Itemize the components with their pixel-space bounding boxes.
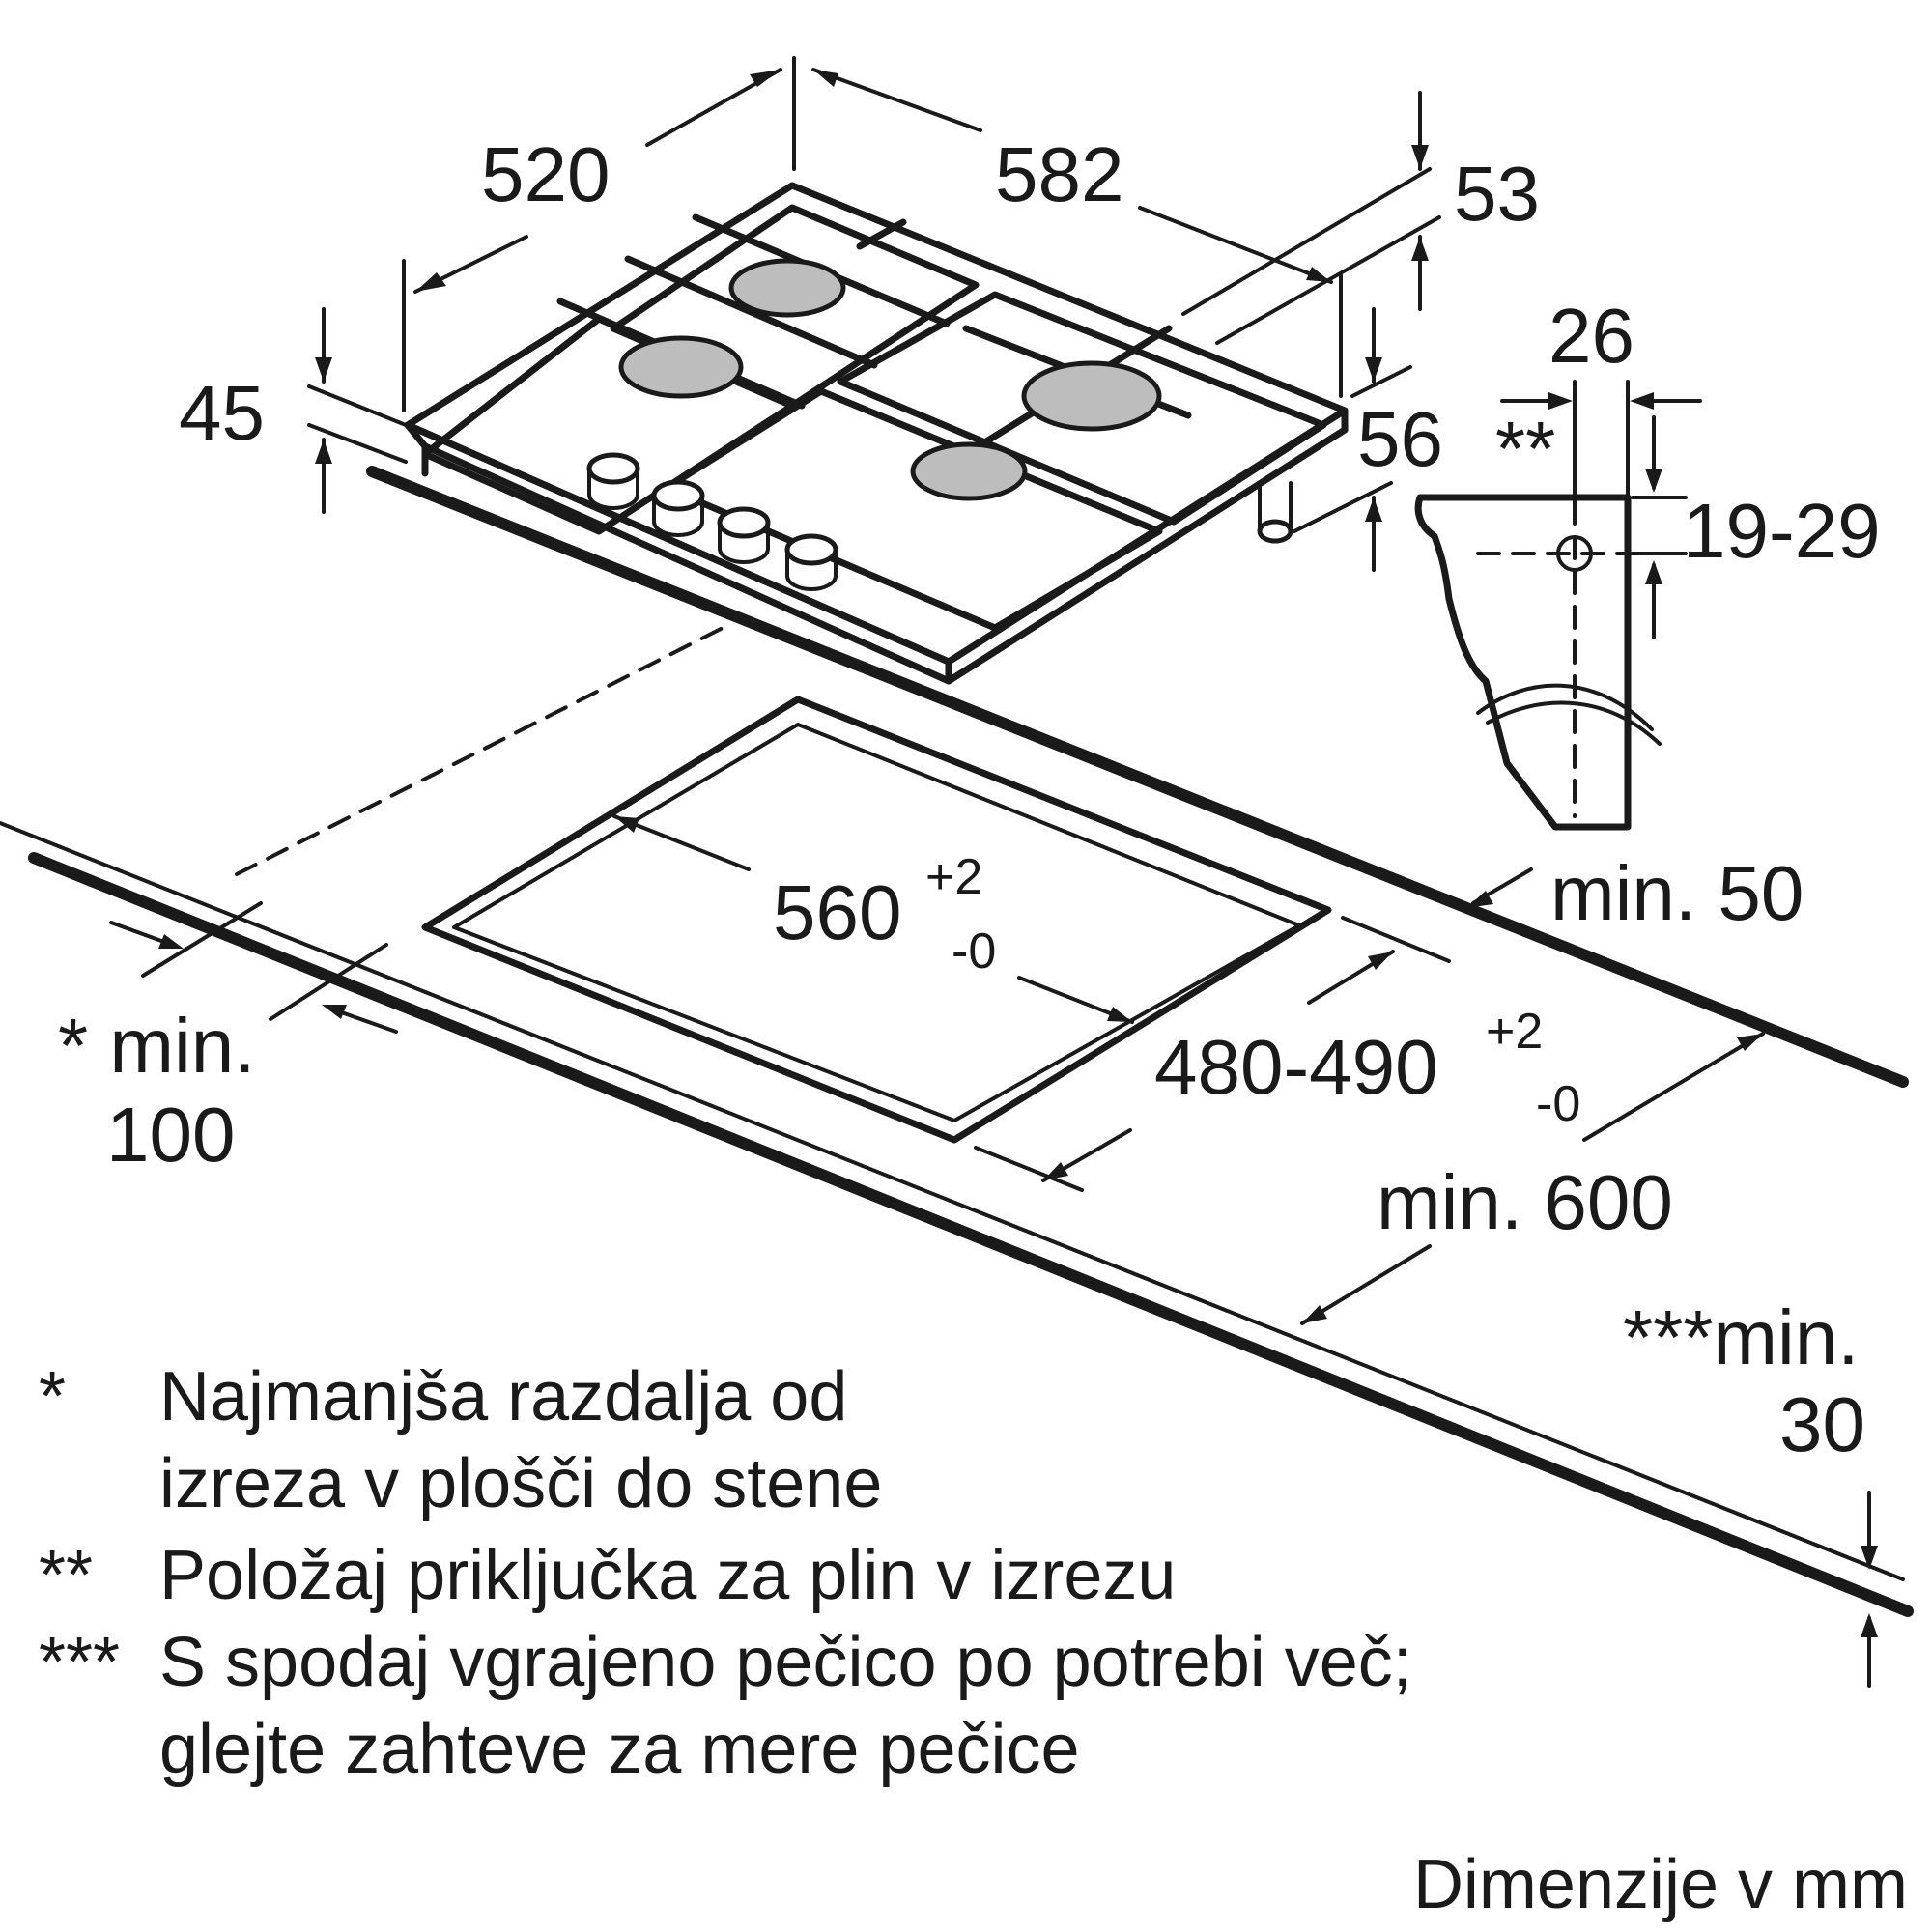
dim-cutout-width-tol-minus: -0 — [952, 923, 996, 980]
dim-gas-depth: 19-29 — [1683, 488, 1881, 574]
note-3-line-1: S spodaj vgrajeno pečico po potrebi več; — [159, 1624, 1412, 1701]
dim-cutout-width-tol-plus: +2 — [925, 849, 982, 905]
worktop-cutout — [421, 696, 1332, 1144]
dimension-lines — [109, 56, 1878, 1688]
note-1-line-2: izreza v plošči do stene — [159, 1445, 882, 1522]
dim-min-rear: min. 50 — [1550, 850, 1804, 936]
gas-connector — [1257, 519, 1293, 544]
burner-rear-right — [1021, 360, 1162, 432]
worktop — [0, 466, 1914, 1617]
dim-height-rear: 53 — [1454, 151, 1540, 237]
note-1-line-1: Najmanjša razdalja od — [159, 1358, 847, 1435]
hob — [404, 182, 1349, 685]
dim-cutout-depth: 480-490 — [1154, 1024, 1438, 1110]
dim-min-side-line2: 100 — [106, 1092, 235, 1178]
dim-cutout-depth-tol-plus: +2 — [1486, 1004, 1543, 1060]
dim-gas-offset: 26 — [1548, 293, 1634, 379]
units-label: Dimenzije v mm — [1413, 1846, 1908, 1923]
burner-rear-left — [728, 258, 846, 318]
dim-min-side-line1: * min. — [58, 1003, 256, 1089]
dim-min-below-line2: 30 — [1779, 1381, 1865, 1467]
dim-width: 582 — [995, 131, 1123, 217]
note-2-line-1: Položaj priključka za plin v izrezu — [159, 1537, 1176, 1614]
footnotes: * Najmanjša razdalja od izreza v plošči … — [39, 1358, 1412, 1788]
dim-cutout-depth-tol-minus: -0 — [1536, 1076, 1580, 1132]
note-3-mark: *** — [39, 1624, 120, 1701]
control-knobs — [586, 452, 838, 591]
dim-cutout-width: 560 — [773, 869, 901, 955]
dim-min-below-line1: ***min. — [1623, 1294, 1860, 1380]
dim-min-front: min. 600 — [1377, 1159, 1673, 1245]
gas-connector-mark: ** — [1495, 406, 1555, 492]
worktop-section — [1414, 380, 1688, 831]
note-3-line-2: glejte zahteve za mere pečice — [159, 1711, 1080, 1788]
burner-front-right — [910, 441, 1028, 501]
dim-height-front: 45 — [179, 370, 265, 456]
dim-depth: 520 — [481, 131, 610, 217]
note-1-mark: * — [39, 1358, 66, 1435]
dim-foot-height: 56 — [1357, 396, 1443, 482]
note-2-mark: ** — [39, 1537, 93, 1614]
burner-front-left — [618, 335, 744, 399]
